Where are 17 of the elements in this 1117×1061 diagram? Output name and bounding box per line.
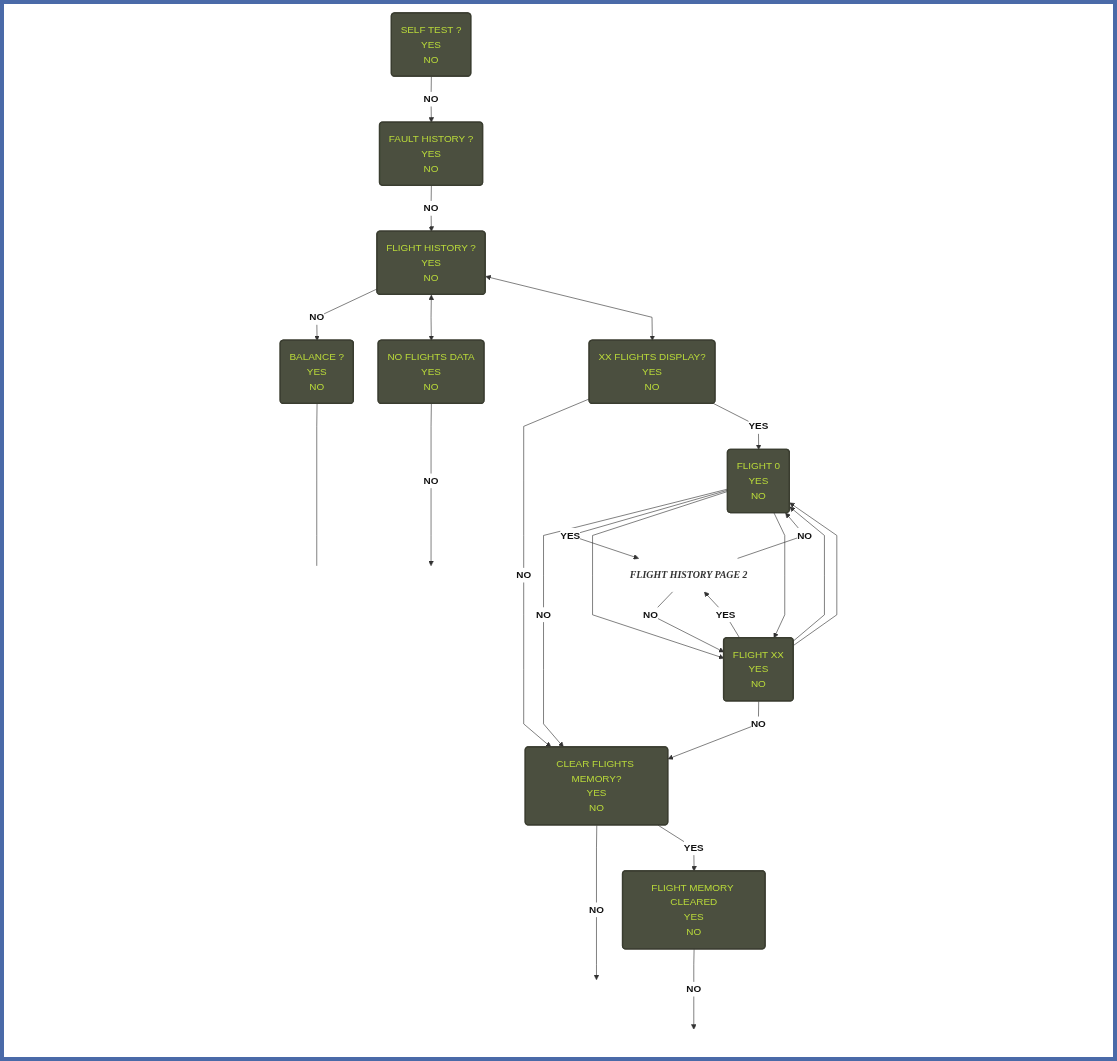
edge-label: NO (423, 475, 439, 486)
edge-label: NO (589, 904, 604, 915)
edge-label: NO (536, 609, 551, 620)
edge-label: YES (748, 420, 769, 432)
edge-label: YES (683, 842, 704, 853)
connector (316, 403, 318, 567)
edge-label: NO (423, 93, 439, 105)
node-text: FLIGHT HISTORY PAGE 2 (629, 569, 748, 581)
edge-label: NO (309, 311, 325, 323)
edge-label: NO (750, 718, 766, 729)
edge-label: NO (686, 983, 702, 995)
edge-label: NO (643, 609, 658, 620)
edge-label: YES (715, 609, 736, 620)
edge-label: NO (797, 529, 813, 541)
edge-label: NO (516, 569, 532, 581)
edge-label: YES (560, 529, 581, 541)
edge-label: NO (423, 202, 439, 214)
